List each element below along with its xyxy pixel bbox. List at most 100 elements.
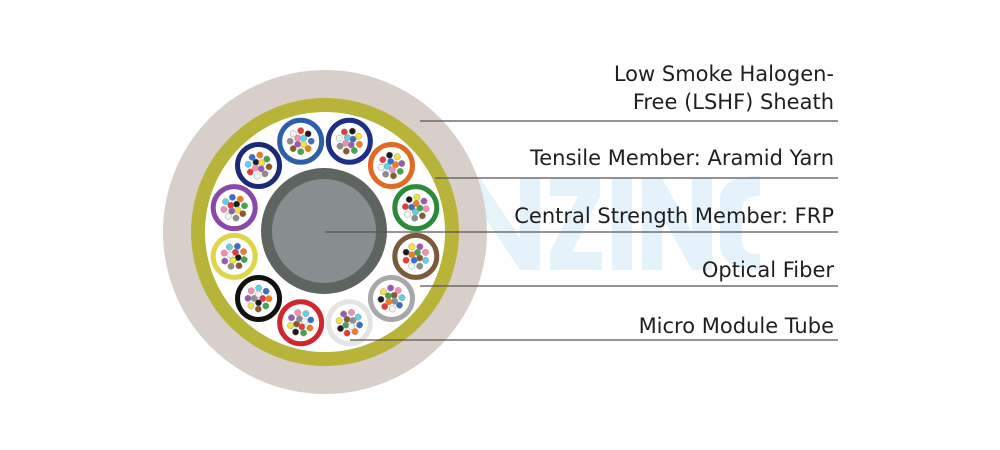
- optical-fiber: [300, 140, 308, 148]
- micro-module-tube: [367, 274, 415, 322]
- optical-fiber: [228, 207, 236, 215]
- optical-fiber: [383, 162, 391, 170]
- optical-fiber: [262, 302, 270, 310]
- optical-fiber: [416, 204, 424, 212]
- optical-fiber: [263, 155, 271, 163]
- optical-fiber: [348, 322, 356, 330]
- label-central-strength-member: Central Strength Member: FRP: [514, 204, 834, 228]
- optical-fiber: [235, 262, 243, 270]
- micro-module-tube-wall: [325, 299, 373, 347]
- optical-fiber: [220, 206, 228, 213]
- optical-fiber: [355, 132, 363, 140]
- optical-fiber: [262, 287, 270, 295]
- optical-fiber: [241, 202, 248, 210]
- optical-fiber: [261, 170, 269, 178]
- optical-fiber: [348, 127, 356, 135]
- micro-module-tube: [277, 299, 325, 347]
- optical-fiber: [304, 145, 312, 153]
- optical-fiber: [356, 321, 364, 329]
- optical-fiber: [336, 142, 344, 150]
- optical-fiber: [355, 140, 363, 148]
- optical-fiber: [387, 157, 395, 165]
- optical-fiber: [377, 295, 385, 303]
- optical-fiber: [335, 134, 343, 142]
- optical-fiber: [234, 206, 242, 214]
- micro-module-tube: [277, 117, 325, 165]
- optical-fiber: [408, 203, 416, 211]
- optical-fiber: [422, 205, 430, 213]
- optical-fiber: [248, 153, 256, 161]
- optical-fiber: [252, 158, 260, 166]
- micro-module-tube-wall: [210, 232, 258, 280]
- optical-fiber: [258, 159, 266, 167]
- optical-fiber: [297, 148, 305, 156]
- optical-fiber: [300, 329, 308, 337]
- optical-fiber: [348, 309, 355, 316]
- optical-fiber: [391, 297, 399, 305]
- optical-fiber: [398, 294, 406, 302]
- optical-fiber: [255, 290, 263, 298]
- optical-fiber: [387, 284, 395, 292]
- optical-fiber: [392, 161, 400, 169]
- optical-fiber: [390, 172, 397, 180]
- optical-fiber: [240, 248, 248, 256]
- optical-fiber: [298, 323, 306, 331]
- optical-fiber: [393, 153, 401, 161]
- optical-fiber: [349, 135, 357, 143]
- optical-fiber: [347, 141, 355, 149]
- optical-fiber: [408, 243, 416, 251]
- optical-fiber: [294, 140, 302, 148]
- optical-fiber: [255, 284, 263, 292]
- label-sheath-line1: Low Smoke Halogen-: [613, 62, 834, 86]
- optical-fiber: [221, 257, 229, 265]
- optical-fiber: [340, 310, 348, 318]
- optical-fiber: [416, 254, 424, 262]
- optical-fiber: [382, 170, 390, 178]
- micro-module-tube-wall: [277, 299, 325, 347]
- micro-module-tube-wall: [235, 274, 283, 322]
- optical-fiber: [413, 193, 421, 201]
- optical-fiber: [227, 201, 235, 209]
- optical-fiber: [412, 200, 420, 207]
- optical-fiber: [349, 317, 357, 324]
- micro-module-tube: [210, 232, 258, 280]
- optical-fiber: [287, 322, 295, 330]
- optical-fiber: [384, 292, 392, 300]
- optical-fiber: [381, 303, 389, 310]
- optical-fiber: [294, 309, 302, 317]
- label-micro-module-tube: Micro Module Tube: [638, 314, 834, 338]
- optical-fiber: [256, 151, 264, 159]
- optical-fiber: [351, 328, 359, 336]
- micro-module-tube: [325, 117, 373, 165]
- optical-fiber: [386, 151, 393, 159]
- optical-fiber: [343, 315, 351, 323]
- micro-module-tube: [367, 142, 415, 190]
- optical-fiber: [257, 165, 265, 173]
- micro-module-tubes: [210, 117, 440, 347]
- optical-fiber: [222, 198, 230, 206]
- micro-module-tube-wall: [210, 184, 258, 232]
- optical-fiber: [259, 295, 267, 302]
- optical-fiber: [337, 325, 344, 332]
- optical-fiber: [396, 167, 404, 175]
- optical-fiber: [418, 212, 426, 220]
- label-optical-fiber: Optical Fiber: [701, 258, 834, 282]
- optical-fiber: [411, 208, 419, 216]
- optical-fiber: [302, 310, 310, 318]
- optical-fiber: [292, 328, 300, 336]
- micro-module-tube-wall: [367, 142, 415, 190]
- optical-fiber: [254, 305, 262, 313]
- optical-fiber: [416, 243, 424, 251]
- optical-fiber: [350, 147, 358, 154]
- optical-fiber: [227, 262, 235, 270]
- optical-fiber: [402, 248, 410, 256]
- optical-fiber: [377, 164, 385, 171]
- optical-fiber: [405, 196, 413, 203]
- optical-fiber: [244, 160, 252, 168]
- optical-fiber: [342, 139, 350, 147]
- optical-fiber: [297, 127, 305, 135]
- micro-module-tube: [392, 184, 440, 232]
- optical-fiber: [343, 329, 351, 337]
- frp-core: [272, 179, 376, 283]
